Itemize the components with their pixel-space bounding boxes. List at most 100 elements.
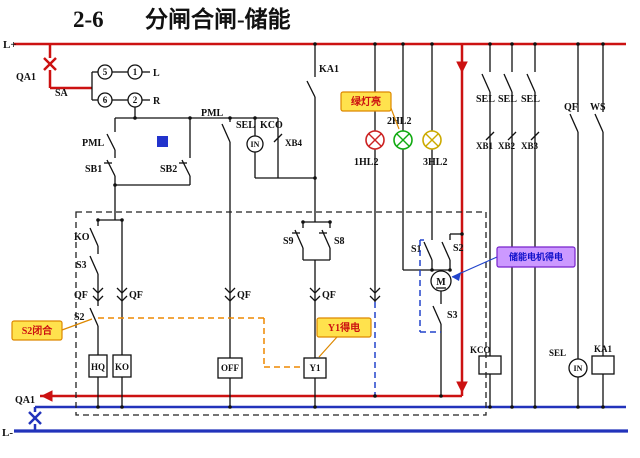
sa-contact-1	[127, 64, 143, 80]
bus-labels: L+ QA1 QA1 L-	[2, 39, 36, 439]
label-in-bottom: IN	[574, 364, 583, 373]
sa-contact-6	[97, 92, 113, 108]
bus-positive	[14, 42, 626, 402]
selector-sa: SA 5 1 6 2 L R	[55, 64, 161, 118]
label-qf-f: QF	[322, 290, 336, 301]
branch-sel-kco: SEL KCO IN XB4	[236, 118, 315, 179]
label-xb2: XB2	[498, 141, 516, 151]
highlight-path-orange	[98, 317, 303, 368]
label-qf-top: QF	[564, 102, 578, 113]
callout-text-green: 绿灯亮	[351, 95, 381, 108]
callout-text-y1: Y1得电	[328, 321, 360, 334]
page-title: 分闸合闸-储能	[145, 6, 291, 32]
label-pml-a: PML	[82, 138, 105, 149]
label-sel-r2: SEL	[498, 94, 517, 105]
label-sel-bottom: SEL	[549, 348, 566, 358]
label-coil-hq: HQ	[91, 362, 105, 372]
callout-box-motor	[496, 246, 576, 268]
label-sa-6: 6	[103, 95, 108, 105]
right-qf-ws: QF WS SEL IN KA1	[549, 44, 615, 407]
label-2hl2: 2HL2	[387, 116, 411, 127]
callout-green-lamp: 绿灯亮	[340, 91, 400, 130]
label-xb3: XB3	[521, 141, 539, 151]
lamp-2hl2	[393, 130, 413, 150]
label-coil-ka1: KA1	[594, 344, 613, 354]
label-motor: M	[436, 277, 446, 288]
bus-negative	[14, 405, 628, 433]
coil-kco	[478, 355, 502, 375]
label-pos-r: R	[153, 96, 161, 107]
label-sel-r1: SEL	[476, 94, 495, 105]
label-l-plus: L+	[3, 39, 17, 51]
sa-contact-2	[127, 92, 143, 108]
label-s8: S8	[334, 236, 345, 247]
callout-motor-arrow	[452, 272, 461, 281]
label-s1: S1	[411, 244, 422, 255]
label-1hl2: 1HL2	[354, 157, 378, 168]
label-ws: WS	[590, 102, 606, 113]
label-s3-left: S3	[76, 260, 87, 271]
label-sa: SA	[55, 88, 69, 99]
label-sa-2: 2	[133, 95, 138, 105]
label-sa-1: 1	[133, 67, 138, 77]
label-coil-kco: KCO	[470, 345, 491, 355]
title-index: 2-6	[73, 7, 104, 32]
label-l-minus: L-	[2, 427, 13, 439]
label-xb4: XB4	[285, 138, 303, 148]
arrow-left-return	[40, 390, 53, 402]
label-coil-off: OFF	[221, 363, 239, 373]
lamp-3hl2	[422, 130, 442, 150]
lamp-1hl2	[365, 130, 385, 150]
label-pml-c: PML	[201, 108, 224, 119]
linkage-dashed-blue	[374, 239, 441, 396]
callout-s2-closed: S2闭合	[11, 318, 93, 341]
motor-branch: S1 S2 M S3	[411, 233, 464, 396]
label-qa1-bottom: QA1	[15, 395, 35, 406]
arrow-down-bottom	[456, 381, 468, 394]
label-3hl2: 3HL2	[423, 157, 447, 168]
label-sb1: SB1	[85, 164, 102, 175]
label-in-mid: IN	[251, 140, 260, 149]
label-coil-y1: Y1	[310, 363, 321, 373]
label-s9: S9	[283, 236, 294, 247]
callout-box-s2	[11, 320, 63, 341]
branch-lamp-2hl2: 2HL2	[387, 44, 432, 271]
label-s3-right: S3	[447, 310, 458, 321]
callout-box-y1	[316, 317, 372, 338]
junction-dots	[96, 42, 605, 409]
label-qa1-top: QA1	[16, 72, 36, 83]
label-coil-ko: KO	[115, 362, 129, 372]
branch-closing: KO S3 QF S2 QF HQ KO	[74, 219, 143, 407]
arrow-down-top	[456, 61, 468, 74]
label-pos-l: L	[153, 68, 160, 79]
callout-motor-energized: 储能电机得电	[451, 246, 576, 281]
label-sb2: SB2	[160, 164, 177, 175]
label-sel-mid: SEL	[236, 120, 255, 131]
callout-box-green	[340, 91, 392, 112]
branch-lamp-1hl2: 1HL2	[354, 44, 385, 302]
label-s2-right: S2	[453, 243, 464, 254]
right-sel-group: SEL SEL SEL XB1 XB2 XB3 KCO	[470, 44, 540, 407]
branch-pml-sb1: PML SB1	[82, 118, 190, 220]
label-ko-contact: KO	[74, 232, 90, 243]
callout-y1-energized: Y1得电	[316, 317, 372, 358]
branch-ka1-y1: KA1 S9 S8 QF Y1	[283, 44, 345, 407]
label-qf-a-right: QF	[129, 290, 143, 301]
label-kco-mid: KCO	[260, 120, 283, 131]
sa-contact-5	[97, 64, 113, 80]
label-sa-5: 5	[103, 67, 108, 77]
label-qf-c: QF	[237, 290, 251, 301]
coil-ka1	[591, 355, 615, 375]
storage-dashed-box	[75, 211, 487, 416]
branch-opening: PML QF OFF	[201, 108, 251, 407]
label-ka1-top: KA1	[319, 64, 339, 75]
branch-lamp-3hl2: 3HL2	[422, 44, 447, 240]
callout-text-s2: S2闭合	[22, 324, 54, 337]
label-s2-left: S2	[74, 312, 85, 323]
callout-text-motor: 储能电机得电	[509, 251, 563, 262]
label-xb1: XB1	[476, 141, 494, 151]
label-qf-a-left: QF	[74, 290, 88, 301]
branch-sb2: SB2	[157, 118, 191, 185]
